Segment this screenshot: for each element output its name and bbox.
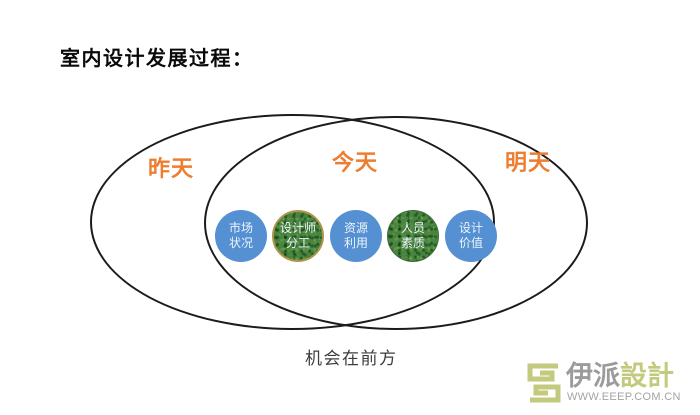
watermark-brand-gray: 伊派 (566, 361, 620, 391)
node-label-line: 状况 (228, 236, 253, 250)
zone-label-yesterday: 昨天 (148, 156, 195, 181)
node-label-line: 分工 (285, 236, 310, 250)
watermark: 伊派設計 WWW.EEEP.COM.CN (527, 362, 692, 406)
node-label-line: 素质 (400, 236, 425, 250)
venn-ellipse-tomorrow (204, 116, 588, 330)
node-label-line: 价值 (458, 236, 483, 250)
watermark-brand: 伊派設計 (566, 362, 674, 390)
node-design-value: 设计 价值 (445, 210, 497, 262)
node-label-line: 设计师 (279, 221, 316, 235)
zone-label-tomorrow: 明天 (505, 150, 552, 175)
node-market-condition: 市场 状况 (215, 210, 267, 262)
page-title: 室内设计发展过程： (60, 48, 254, 70)
node-label-line: 人员 (400, 221, 425, 235)
diagram-caption: 机会在前方 (305, 349, 398, 368)
watermark-url: WWW.EEEP.COM.CN (567, 391, 681, 403)
node-resource-utilization: 资源 利用 (330, 210, 382, 262)
node-label-line: 资源 (343, 221, 368, 235)
node-label-line: 市场 (228, 221, 253, 235)
node-label-line: 设计 (458, 221, 483, 235)
node-personnel-quality: 人员 素质 (387, 210, 439, 262)
node-designer-division: 设计师 分工 (272, 210, 324, 262)
watermark-brand-green: 設計 (620, 361, 674, 391)
eeep-logo-icon (527, 363, 561, 403)
node-label-line: 利用 (343, 236, 368, 250)
zone-label-today: 今天 (332, 150, 379, 175)
